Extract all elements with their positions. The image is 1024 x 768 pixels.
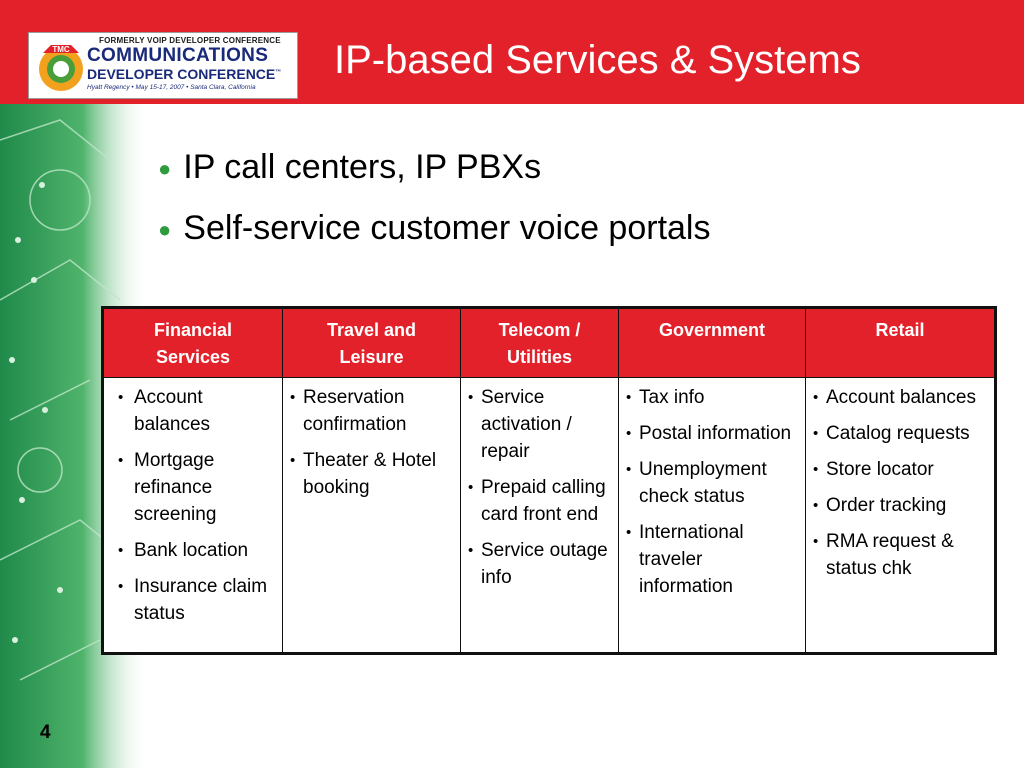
logo-title-line-2-text: DEVELOPER CONFERENCE: [87, 66, 276, 82]
logo-title-line-1: COMMUNICATIONS: [87, 45, 269, 66]
header-line: Services: [155, 347, 231, 367]
conference-emblem-icon: TMC: [39, 45, 83, 91]
list-item: Mortgage refinance screening: [108, 447, 278, 528]
header-line: Government: [658, 320, 766, 340]
bullet-text: IP call centers, IP PBXs: [183, 148, 542, 186]
list-item: Prepaid calling card front end: [465, 474, 614, 528]
cell-travel-and-leisure: Reservation confirmation Theater & Hotel…: [282, 377, 461, 654]
table-row: Account balances Mortgage refinance scre…: [102, 377, 996, 654]
list-item: Tax info: [623, 384, 801, 411]
cell-financial-services: Account balances Mortgage refinance scre…: [102, 377, 283, 654]
bullet-dot-icon: ●: [158, 217, 172, 243]
header-retail: Retail: [805, 307, 996, 378]
cell-telecom-utilities: Service activation / repair Prepaid call…: [460, 377, 619, 654]
page-number: 4: [40, 722, 51, 743]
list-item: Bank location: [108, 537, 278, 564]
list-item: Account balances: [810, 384, 990, 411]
list-item: Catalog requests: [810, 420, 990, 447]
list-item: Postal information: [623, 420, 801, 447]
header-line: Leisure: [339, 347, 404, 367]
slide-title: IP-based Services & Systems: [334, 38, 861, 82]
list-item: Theater & Hotel booking: [287, 447, 456, 501]
list-item: Reservation confirmation: [287, 384, 456, 438]
list-item: Account balances: [108, 384, 278, 438]
bullet-dot-icon: ●: [158, 156, 172, 182]
list-item: International traveler information: [623, 519, 801, 600]
header-line: Travel and: [326, 320, 417, 340]
list-item: Insurance claim status: [108, 573, 278, 627]
list-item: RMA request & status chk: [810, 528, 990, 582]
list-item: Service activation / repair: [465, 384, 614, 465]
cell-retail: Account balances Catalog requests Store …: [805, 377, 996, 654]
logo-tagline: FORMERLY VOIP DEVELOPER CONFERENCE: [99, 36, 281, 45]
bullet-text: Self-service customer voice portals: [183, 209, 711, 247]
list-item: Unemployment check status: [623, 456, 801, 510]
list-item: Store locator: [810, 456, 990, 483]
cell-government: Tax info Postal information Unemployment…: [618, 377, 806, 654]
header-telecom-utilities: Telecom / Utilities: [460, 307, 619, 378]
bullet-item: ● IP call centers, IP PBXs: [158, 148, 541, 187]
bullet-item: ● Self-service customer voice portals: [158, 209, 710, 248]
list-item: Service outage info: [465, 537, 614, 591]
header-government: Government: [618, 307, 806, 378]
header-line: Financial: [153, 320, 233, 340]
conference-logo: TMC FORMERLY VOIP DEVELOPER CONFERENCE C…: [28, 32, 298, 99]
logo-event-details: Hyatt Regency • May 15-17, 2007 • Santa …: [87, 84, 256, 91]
list-item: Order tracking: [810, 492, 990, 519]
logo-trademark: ™: [275, 69, 282, 76]
header-line: Retail: [875, 320, 925, 340]
header-line: Utilities: [506, 347, 572, 367]
logo-title-line-2: DEVELOPER CONFERENCE™: [87, 66, 281, 82]
header-line: Telecom /: [498, 320, 581, 340]
emblem-text: TMC: [52, 45, 70, 54]
